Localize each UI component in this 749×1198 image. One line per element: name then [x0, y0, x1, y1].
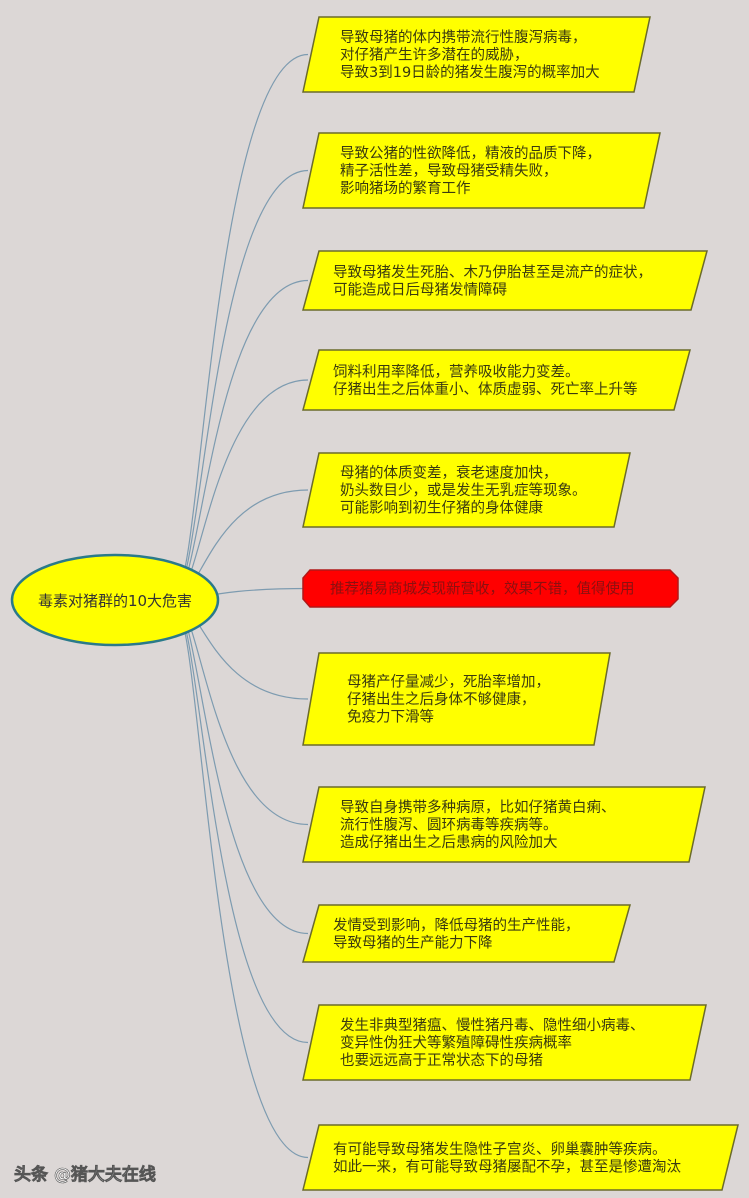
node-text-line: 发情受到影响，降低母猪的生产性能， [333, 917, 580, 934]
node-text-line: 母猪的体质变差，衰老速度加快， [340, 465, 558, 482]
node-text-line: 如此一来，有可能导致母猪屡配不孕，甚至是惨遭淘汰 [333, 1158, 681, 1175]
connector-line [177, 279, 309, 592]
node-text-line: 变异性伪狂犬等繁殖障碍性疾病概率 [340, 1034, 572, 1052]
branch-nodes: 导致母猪的体内携带流行性腹泻病毒，对仔猪产生许多潜在的威胁，导致3到19日龄的猪… [302, 16, 739, 1191]
node-text-line: 精子活性差，导致母猪受精失败， [340, 163, 558, 180]
node-shape [302, 569, 679, 608]
center-node: 毒素对猪群的10大危害 [10, 553, 220, 647]
branch-node: 导致母猪的体内携带流行性腹泻病毒，对仔猪产生许多潜在的威胁，导致3到19日龄的猪… [302, 16, 651, 93]
connector-line [177, 169, 309, 589]
center-label: 毒素对猪群的10大危害 [38, 592, 192, 610]
node-text-line: 可能造成日后母猪发情障碍 [333, 280, 507, 298]
node-shape [302, 1124, 739, 1191]
node-shape [302, 132, 661, 209]
node-text-line: 流行性腹泻、圆环病毒等疾病等。 [340, 816, 558, 834]
node-shape [302, 786, 706, 863]
node-text-line: 导致母猪发生死胎、木乃伊胎甚至是流产的症状， [333, 264, 652, 281]
node-text-line: 导致母猪的体内携带流行性腹泻病毒， [340, 29, 587, 46]
watermark: 头条 @猪大夫在线 [14, 1164, 156, 1185]
connector-line [177, 605, 309, 826]
node-text-line: 饲料利用率降低，营养吸收能力变差。 [333, 363, 580, 380]
branch-node: 导致公猪的性欲降低，精液的品质下降，精子活性差，导致母猪受精失败，影响猪场的繁育… [302, 132, 661, 209]
node-shape [302, 1004, 707, 1081]
node-text-line: 影响猪场的繁育工作 [340, 180, 471, 197]
connector-line [177, 614, 309, 1159]
branch-node: 发情受到影响，降低母猪的生产性能，导致母猪的生产能力下降 [302, 904, 631, 963]
node-text-line: 母猪产仔量减少，死胎率增加， [347, 674, 550, 691]
node-text-line: 仔猪出生之后体重小、体质虚弱、死亡率上升等 [333, 380, 638, 398]
node-text-line: 对仔猪产生许多潜在的威胁， [340, 47, 529, 64]
node-text-line: 免疫力下滑等 [347, 708, 434, 726]
highlight-node: 推荐猪易商城发现新营收，效果不错，值得使用 [302, 569, 679, 608]
node-shape [302, 652, 611, 746]
node-text-line: 仔猪出生之后身体不够健康， [347, 691, 536, 708]
branch-node: 母猪的体质变差，衰老速度加快，奶头数目少，或是发生无乳症等现象。可能影响到初生仔… [302, 452, 631, 528]
node-text-line: 发生非典型猪瘟、慢性猪丹毒、隐性细小病毒、 [340, 1016, 645, 1034]
node-text-line: 导致自身携带多种病原，比如仔猪黄白痢、 [340, 799, 616, 816]
branch-node: 母猪产仔量减少，死胎率增加，仔猪出生之后身体不够健康，免疫力下滑等 [302, 652, 611, 746]
node-text-line: 造成仔猪出生之后患病的风险加大 [340, 834, 558, 851]
node-shape [302, 452, 631, 528]
node-text-line: 可能影响到初生仔猪的身体健康 [340, 500, 543, 517]
node-text-line: 导致公猪的性欲降低，精液的品质下降， [340, 145, 601, 162]
branch-node: 发生非典型猪瘟、慢性猪丹毒、隐性细小病毒、变异性伪狂犬等繁殖障碍性疾病概率也要远… [302, 1004, 707, 1081]
branch-node: 导致母猪发生死胎、木乃伊胎甚至是流产的症状，可能造成日后母猪发情障碍 [302, 250, 708, 311]
branch-node: 导致自身携带多种病原，比如仔猪黄白痢、流行性腹泻、圆环病毒等疾病等。造成仔猪出生… [302, 786, 706, 863]
node-shape [302, 349, 691, 411]
node-shape [302, 16, 651, 93]
node-shape [302, 904, 631, 963]
connector-line [177, 379, 309, 595]
node-text-line: 推荐猪易商城发现新营收，效果不错，值得使用 [330, 581, 635, 598]
node-text-line: 奶头数目少，或是发生无乳症等现象。 [340, 481, 587, 499]
node-text-line: 有可能导致母猪发生隐性子宫炎、卵巢囊肿等疾病。 [333, 1140, 667, 1158]
connector-line [177, 611, 309, 1044]
center-ellipse [10, 553, 220, 647]
connector-line [177, 608, 309, 935]
node-text-line: 导致3到19日龄的猪发生腹泻的概率加大 [340, 64, 600, 81]
branch-node: 饲料利用率降低，营养吸收能力变差。仔猪出生之后体重小、体质虚弱、死亡率上升等 [302, 349, 691, 411]
node-text-line: 也要远远高于正常状态下的母猪 [340, 1052, 543, 1069]
node-shape [302, 250, 708, 311]
connector-line [177, 53, 309, 586]
branch-node: 有可能导致母猪发生隐性子宫炎、卵巢囊肿等疾病。如此一来，有可能导致母猪屡配不孕，… [302, 1124, 739, 1191]
node-text-line: 导致母猪的生产能力下降 [333, 934, 493, 951]
